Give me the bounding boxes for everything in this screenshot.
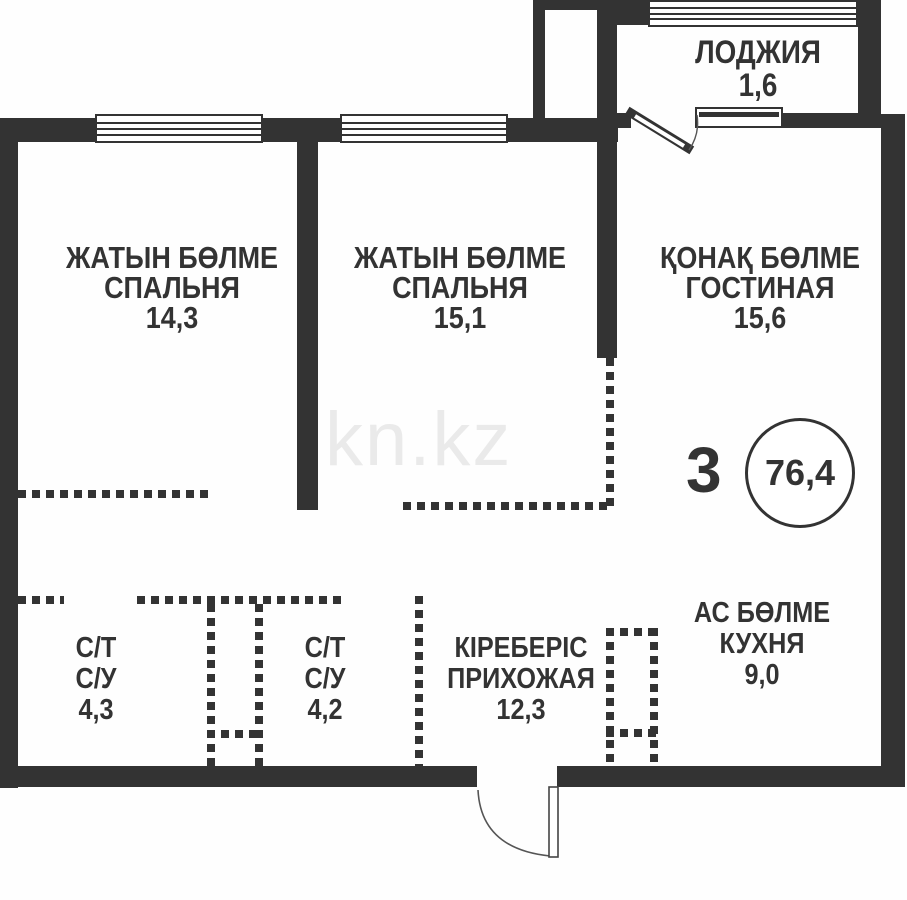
- window-bedroom-1: [95, 114, 263, 143]
- room-name-kk: КІРЕБЕРІС: [454, 632, 588, 664]
- window-glass-band: [699, 112, 779, 117]
- window-loggia-inner: [695, 107, 783, 128]
- wall-notch-left: [533, 0, 545, 118]
- room-area: 1,6: [738, 67, 778, 103]
- rooms-count: 3: [686, 434, 722, 506]
- wall-loggia-bottom-left: [615, 113, 631, 128]
- room-label-bedroom-2: ЖАТЫН БӨЛМЕ СПАЛЬНЯ 15,1: [330, 240, 591, 335]
- room-name-kk: С/Т: [304, 632, 346, 664]
- room-label-bathroom-2: С/Т С/У 4,2: [260, 633, 391, 726]
- dotted-bathroom1-top-b: [137, 596, 343, 604]
- room-area: 14,3: [145, 300, 199, 335]
- loggia-door-leaf-outline: [624, 106, 695, 155]
- room-name-ru: КУХНЯ: [719, 628, 805, 660]
- room-name-ru: С/У: [304, 663, 346, 695]
- room-area: 12,3: [496, 694, 546, 726]
- dotted-bathroom1-top-a: [18, 596, 64, 604]
- dotted-kitchen-shaft-right: [650, 628, 658, 766]
- room-area: 15,6: [733, 300, 787, 335]
- room-label-bedroom-1: ЖАТЫН БӨЛМЕ СПАЛЬНЯ 14,3: [42, 240, 303, 335]
- wall-top: [0, 118, 618, 142]
- loggia-door-leaf: [633, 114, 686, 148]
- room-name-ru: СПАЛЬНЯ: [392, 270, 528, 305]
- room-area: 15,1: [433, 300, 487, 335]
- watermark: kn.kz: [325, 397, 513, 482]
- room-area: 4,3: [78, 694, 114, 726]
- dotted-shaft1-right: [255, 604, 263, 766]
- room-name-kk: ҚОНАҚ БӨЛМЕ: [659, 240, 861, 275]
- window-loggia-top: [648, 0, 858, 27]
- dotted-bathroom2-right: [415, 596, 423, 766]
- room-area: 4,2: [307, 694, 343, 726]
- wall-notch-cap: [533, 0, 618, 10]
- dotted-shaft1-left: [207, 604, 215, 766]
- dotted-kitchen-shaft-cross: [606, 729, 658, 737]
- dotted-bedroom1-bottom: [18, 490, 210, 498]
- window-bedroom-2: [340, 114, 508, 143]
- room-label-living-room: ҚОНАҚ БӨЛМЕ ГОСТИНАЯ 15,6: [630, 240, 891, 335]
- room-name-kk: ЖАТЫН БӨЛМЕ: [353, 240, 567, 275]
- dotted-shaft1-cross: [207, 730, 263, 738]
- wall-bedroom1-bedroom2: [297, 142, 318, 510]
- wall-loggia-bottom-right: [783, 113, 881, 128]
- room-label-kitchen: АС БӨЛМЕ КУХНЯ 9,0: [675, 598, 849, 691]
- entrance-door-arc: [477, 789, 551, 857]
- entrance-door-leaf: [548, 786, 559, 858]
- room-area: 9,0: [744, 659, 780, 691]
- wall-left: [0, 118, 18, 788]
- wall-bedroom2-living: [597, 0, 617, 358]
- room-name-kk: С/Т: [75, 632, 117, 664]
- wall-right: [881, 114, 905, 787]
- dotted-bedroom2-bottom: [403, 502, 612, 510]
- dotted-kitchen-shaft-top: [606, 628, 658, 636]
- wall-loggia-right: [858, 8, 881, 128]
- total-area-badge: 76,4: [745, 418, 855, 528]
- room-name-ru: ГОСТИНАЯ: [685, 270, 835, 305]
- room-name-kk: ЖАТЫН БӨЛМЕ: [65, 240, 279, 275]
- wall-bottom-left: [0, 766, 477, 787]
- room-name-ru: СПАЛЬНЯ: [104, 270, 240, 305]
- room-label-hallway: КІРЕБЕРІС ПРИХОЖАЯ 12,3: [434, 633, 608, 726]
- dotted-kitchen-shaft-left: [606, 628, 614, 766]
- room-label-loggia: ЛОДЖИЯ 1,6: [628, 36, 889, 102]
- room-name-ru: С/У: [75, 663, 117, 695]
- total-area-value: 76,4: [764, 452, 836, 493]
- room-name-kk: ЛОДЖИЯ: [695, 34, 821, 70]
- room-name-ru: ПРИХОЖАЯ: [447, 663, 595, 695]
- wall-bottom-right: [557, 766, 905, 787]
- room-label-bathroom-1: С/Т С/У 4,3: [31, 633, 162, 726]
- dotted-bedroom2-right: [606, 358, 614, 508]
- room-name-kk: АС БӨЛМЕ: [693, 597, 831, 629]
